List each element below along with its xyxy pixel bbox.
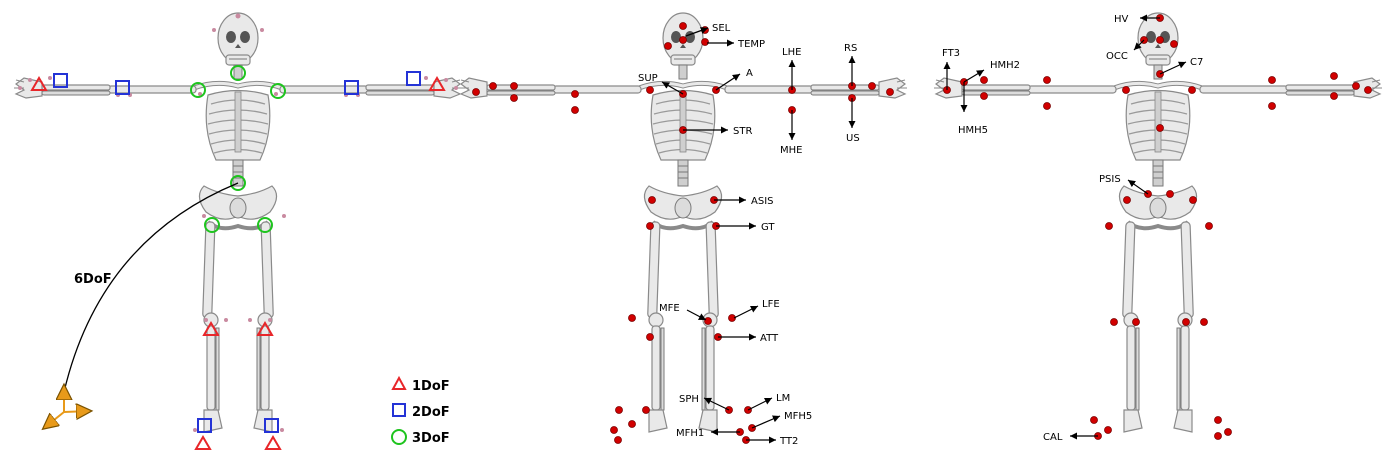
label-hmh5: HMH5	[958, 125, 988, 136]
joint-1dof-markers	[30, 76, 446, 450]
right-panel-back-markers: HV FT3 HMH2 OCC C7 HMH5 PSIS CAL	[934, 13, 1382, 443]
joint-3dof-markers	[190, 65, 286, 233]
label-mfe: MFE	[659, 303, 680, 314]
label-temp: TEMP	[737, 39, 765, 50]
label-a: A	[746, 68, 753, 79]
legend-square-icon	[392, 403, 406, 417]
marker-arrows-back	[943, 14, 1187, 440]
label-mhe: MHE	[780, 145, 802, 156]
label-mfh5: MFH5	[784, 411, 812, 422]
label-rs: RS	[844, 43, 857, 54]
label-sph: SPH	[679, 394, 699, 405]
legend-2dof: 2DoF	[412, 405, 450, 420]
label-occ: OCC	[1106, 51, 1128, 62]
middle-panel-front-markers: SEL TEMP SUP A LHE RS STR MHE US ASIS GT…	[459, 13, 907, 447]
label-hmh2: HMH2	[990, 60, 1020, 71]
marker-labels-back: HV FT3 HMH2 OCC C7 HMH5 PSIS CAL	[942, 14, 1203, 443]
label-sel: SEL	[712, 23, 731, 34]
label-psis: PSIS	[1099, 174, 1121, 185]
label-sup: SUP	[638, 73, 658, 84]
joint-2dof-markers	[53, 71, 421, 433]
label-lhe: LHE	[782, 47, 801, 58]
dof6-arrow	[63, 182, 239, 393]
legend-3dof: 3DoF	[412, 431, 450, 446]
label-cal: CAL	[1043, 432, 1063, 443]
label-gt: GT	[761, 222, 775, 233]
skeleton-front-dof	[14, 13, 462, 432]
label-att: ATT	[760, 333, 779, 344]
label-lfe: LFE	[762, 299, 780, 310]
legend-1dof: 1DoF	[412, 379, 450, 394]
label-ft3: FT3	[942, 48, 960, 59]
skeleton-front-markers	[459, 13, 907, 432]
label-hv: HV	[1114, 14, 1129, 25]
label-str: STR	[733, 126, 752, 137]
marker-labels: SEL TEMP SUP A LHE RS STR MHE US ASIS GT…	[638, 23, 860, 447]
marker-dots-back	[943, 14, 1372, 440]
legend-circle-icon	[391, 429, 407, 445]
marker-arrows	[661, 27, 856, 444]
label-us: US	[846, 133, 860, 144]
label-tt2: TT2	[779, 436, 798, 447]
label-lm: LM	[776, 393, 790, 404]
label-asis: ASIS	[751, 196, 774, 207]
legend-triangle-icon	[391, 375, 407, 390]
label-c7: C7	[1190, 57, 1203, 68]
label-mfh1: MFH1	[676, 428, 704, 439]
dof6-label: 6DoF	[74, 272, 112, 287]
axis-triad-icon	[44, 386, 90, 428]
dof-legend: 1DoF 2DoF 3DoF	[391, 375, 450, 446]
left-panel-dof: 6DoF 1DoF 2DoF 3DoF	[14, 13, 462, 450]
